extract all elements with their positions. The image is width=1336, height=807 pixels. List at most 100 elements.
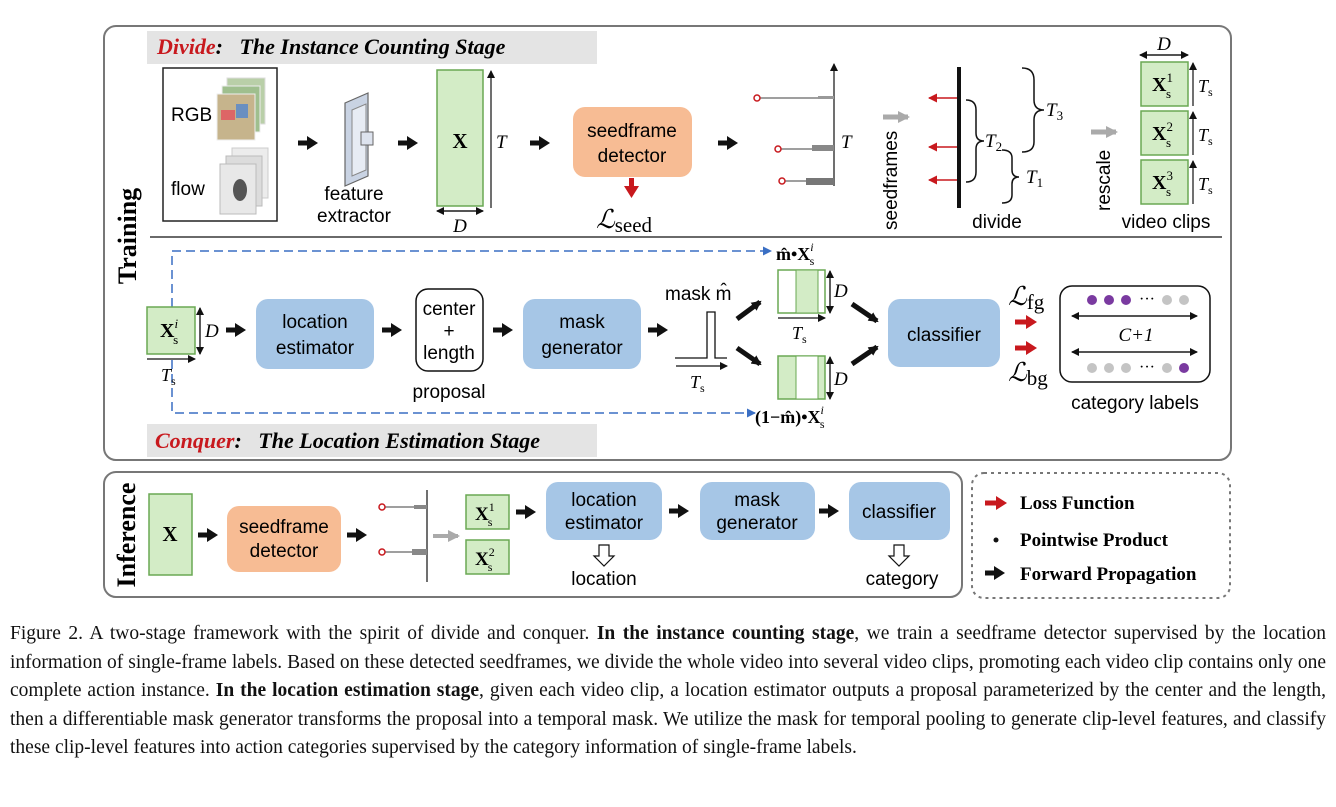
proposal-length: length xyxy=(423,343,475,364)
fg-feature-block xyxy=(777,269,826,314)
inference-classifier-box xyxy=(849,482,950,540)
rgb-frames-image xyxy=(216,77,266,141)
category-out-arrow xyxy=(887,544,911,567)
mask-generator-label-2: generator xyxy=(541,338,623,359)
loss-bg-arrow xyxy=(1015,341,1037,355)
flow-label: flow xyxy=(171,179,205,200)
t1-label: T1 xyxy=(1026,167,1043,190)
mask-ts: Ts xyxy=(690,372,705,395)
arrow-to-extractor xyxy=(298,136,318,150)
proposal-center: center xyxy=(423,299,476,320)
mask-signal xyxy=(675,311,727,359)
proposal-label: proposal xyxy=(413,382,486,403)
conquer-header-bg xyxy=(147,424,597,457)
legend-pointwise-icon xyxy=(993,537,999,543)
loss-fg: ℒfg xyxy=(1008,282,1045,314)
location-estimator-label-2: estimator xyxy=(276,338,355,359)
arrow-to-seed-plot xyxy=(718,136,738,150)
inference-seed-plot xyxy=(378,490,428,582)
mask-generator-box xyxy=(523,299,641,369)
inference-x-block xyxy=(148,493,193,576)
video-clips-label: video clips xyxy=(1122,212,1211,233)
plot-t-label: T xyxy=(841,132,853,153)
inference-location-label-2: estimator xyxy=(565,513,644,534)
bg-d: D xyxy=(833,369,848,390)
divide-label: divide xyxy=(972,212,1022,233)
arrow-to-mask xyxy=(648,323,668,337)
caption-text-3: , given each video clip, a location esti… xyxy=(10,680,1326,758)
loss-seed: ℒseed xyxy=(596,205,653,237)
c-plus-one: C+1 xyxy=(1119,325,1154,346)
proposal-plus: + xyxy=(443,321,454,342)
divide-header-bg xyxy=(147,31,597,64)
t2-label: T2 xyxy=(985,131,1002,154)
caption-text-1: Figure 2. A two-stage framework with the… xyxy=(10,623,597,644)
proposal-box xyxy=(415,288,484,372)
svg-text:Ts: Ts xyxy=(1198,76,1213,99)
inference-location-out: location xyxy=(571,569,637,590)
mask-generator-label-1: mask xyxy=(559,312,605,333)
inference-seedframe-label-2: detector xyxy=(250,541,319,562)
feature-extractor-icon xyxy=(344,92,374,187)
loss-bg: ℒbg xyxy=(1008,358,1048,390)
inference-arrow-5 xyxy=(819,504,839,518)
brace-t1 xyxy=(1001,149,1020,204)
svg-text:X2s: X2s xyxy=(475,545,495,574)
arrow-to-location-estimator xyxy=(226,323,246,337)
mask-label: mask m̂ xyxy=(665,283,732,305)
inference-arrow-3 xyxy=(516,505,536,519)
feature-extractor-label-2: extractor xyxy=(317,206,392,227)
fg-d: D xyxy=(833,281,848,302)
inference-mask-box xyxy=(700,482,815,540)
inference-arrow-1 xyxy=(198,528,218,542)
fg-ellipsis: ··· xyxy=(1139,291,1155,308)
t3-label: T3 xyxy=(1046,100,1063,123)
caption-bold-1: In the instance counting stage xyxy=(596,623,855,644)
arrow-to-features xyxy=(398,136,418,150)
arrow-to-seedframe-detector xyxy=(530,136,550,150)
classifier-box xyxy=(888,299,1000,367)
rgb-label: RGB xyxy=(171,105,212,126)
framework-figure: Training Divide: The Instance Counting S… xyxy=(103,25,1232,599)
inference-side-label: Inference xyxy=(112,483,141,588)
feature-symbol-x: X xyxy=(452,129,467,153)
feature-extractor-label-1: feature xyxy=(324,184,383,205)
inference-seedframe-label-1: seedframe xyxy=(239,517,329,538)
figure-caption: Figure 2. A two-stage framework with the… xyxy=(10,620,1326,763)
svg-text:X2s: X2s xyxy=(1152,119,1173,150)
inference-x-symbol: X xyxy=(162,522,177,546)
svg-text:Ts: Ts xyxy=(1198,125,1213,148)
seedframe-detector-label-2: detector xyxy=(598,146,667,167)
category-labels-box xyxy=(1059,285,1211,383)
inference-arrow-4 xyxy=(669,504,689,518)
legend-forward: Forward Propagation xyxy=(1020,564,1197,585)
divide-header: Divide: The Instance Counting Stage xyxy=(156,34,506,59)
bg-ellipsis: ··· xyxy=(1139,359,1155,376)
loss-fg-arrow xyxy=(1015,315,1037,329)
seedframe-detector-label-1: seedframe xyxy=(587,121,677,142)
bg-feature-block xyxy=(777,355,826,400)
brace-t2 xyxy=(965,99,985,183)
dashed-path-bg xyxy=(171,360,756,418)
classifier-label: classifier xyxy=(907,325,982,346)
inference-classifier-label: classifier xyxy=(862,502,937,523)
category-labels-label: category labels xyxy=(1071,393,1199,414)
clip-input-block xyxy=(146,306,196,355)
inference-panel xyxy=(103,471,963,598)
feature-block-x xyxy=(436,69,484,207)
arrow-to-mask-generator xyxy=(493,323,513,337)
legend-loss: Loss Function xyxy=(1020,493,1135,514)
inference-arrow-2 xyxy=(347,528,367,542)
training-panel xyxy=(103,25,1232,461)
legend-loss-arrow-icon xyxy=(985,496,1007,510)
inference-mask-label-2: generator xyxy=(716,513,798,534)
svg-text:X1s: X1s xyxy=(1152,70,1173,101)
legend-forward-arrow-icon xyxy=(985,566,1005,580)
inference-category-out: category xyxy=(866,569,939,590)
clip-input-d: D xyxy=(204,321,219,342)
